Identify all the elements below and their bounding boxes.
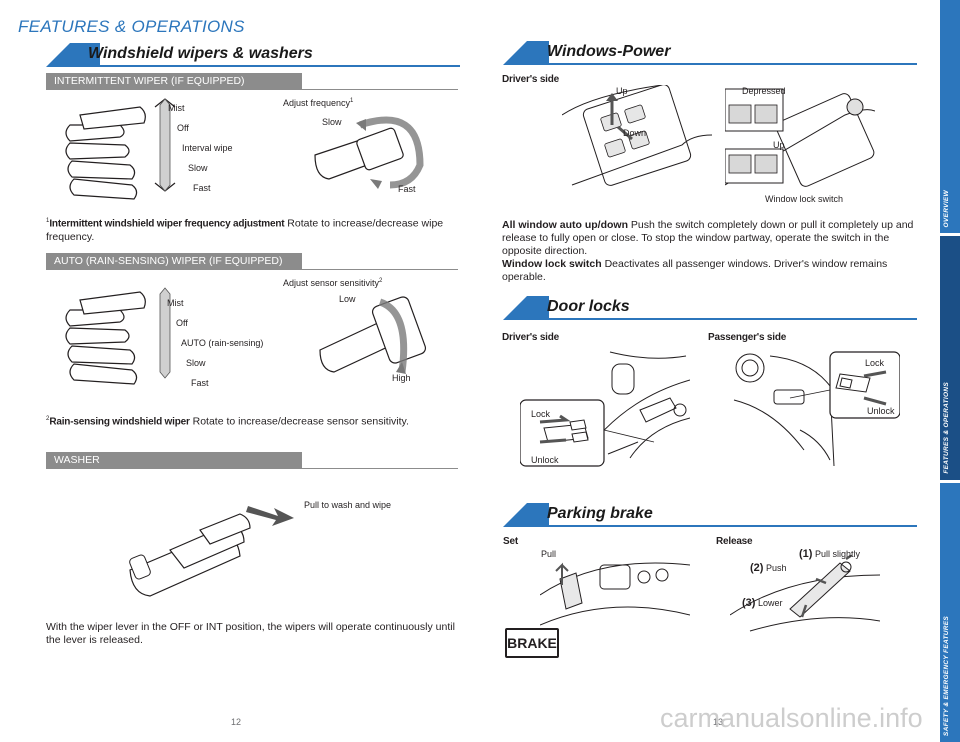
int-pos-interval: Interval wipe [182,143,233,153]
window-up2-label: Up [773,140,785,150]
driver-door-illustration [520,351,690,467]
doors-passengers-side: Passenger's side [708,332,787,343]
intermittent-wiper-illustration [65,98,424,200]
windows-paragraph-2: Window lock switch Deactivates all passe… [502,258,888,283]
auto-pos-off: Off [176,318,188,328]
int-pos-mist: Mist [168,103,185,113]
page-number-right: 13 [713,717,724,727]
brake-indicator-light: BRAKE [505,628,559,658]
driver-lock-label: Lock [531,409,551,419]
section-title-doors: Door locks [503,296,917,320]
driver-unlock-label: Unlock [531,455,559,465]
auto-pos-auto: AUTO (rain-sensing) [181,338,264,348]
auto-heading: AUTO (RAIN-SENSING) WIPER (IF EQUIPPED) [46,253,302,269]
brake-title: Parking brake [547,505,653,522]
doors-title: Door locks [547,298,630,315]
washer-note: With the wiper lever in the OFF or INT p… [46,621,455,646]
intermittent-rule [46,89,458,90]
side-tab-safety[interactable]: SAFETY & EMERGENCY FEATURES [940,483,960,742]
adjust-sensitivity-label: Adjust sensor sensitivity2 [283,278,383,288]
int-slow-label: Slow [322,117,342,127]
int-pos-slow: Slow [188,163,208,173]
watermark: carmanualsonline.info [660,703,923,733]
windows-title: Windows-Power [547,43,671,60]
brake-step3: (3) Lower [742,597,783,609]
intermittent-footnote: 1Intermittent windshield wiper frequency… [46,217,444,243]
auto-pos-slow: Slow [186,358,206,368]
brake-release-illustration [730,555,880,632]
window-depressed-label: Depressed [742,86,786,96]
intermittent-heading: INTERMITTENT WIPER (IF EQUIPPED) [46,73,302,89]
passenger-lock-label: Lock [865,358,885,368]
auto-low-label: Low [339,294,356,304]
brake-step2: (2) Push [750,562,787,574]
auto-footnote: 2Rain-sensing windshield wiper Rotate to… [46,415,409,428]
washer-pull-label: Pull to wash and wipe [304,500,392,510]
int-pos-fast: Fast [193,183,211,193]
auto-wiper-illustration [65,287,427,385]
section-title-windows: Windows-Power [503,41,917,65]
window-lock-switch-label: Window lock switch [765,194,844,204]
windows-paragraph-1: All window auto up/down Push the switch … [502,219,914,257]
auto-pos-fast: Fast [191,378,209,388]
side-tab-features[interactable]: FEATURES & OPERATIONS [940,236,960,480]
brake-pull-label: Pull [541,549,557,559]
windows-drivers-side: Driver's side [502,74,560,85]
brake-set-label: Set [503,536,518,547]
adjust-frequency-label: Adjust frequency1 [283,98,354,108]
wipers-title: Windshield wipers & washers [88,45,313,62]
int-fast-label: Fast [398,184,416,194]
washer-heading: WASHER [46,452,302,468]
doors-drivers-side: Driver's side [502,332,560,343]
washer-rule [46,468,458,469]
passenger-unlock-label: Unlock [867,406,895,416]
passenger-door-illustration [733,351,900,467]
brake-set-illustration [540,562,690,626]
auto-rule [46,269,458,270]
window-switch-illustration-left [562,85,712,195]
side-tab-overview[interactable]: OVERVIEW [940,0,960,233]
section-title-wipers: Windshield wipers & washers [46,43,460,67]
section-title-brake: Parking brake [503,503,917,527]
side-tab-strip: OVERVIEW FEATURES & OPERATIONS SAFETY & … [940,0,960,742]
washer-illustration [129,506,294,597]
auto-pos-mist: Mist [167,298,184,308]
window-up-label: Up [616,86,628,96]
auto-high-label: High [392,373,411,383]
window-switch-illustration-right [725,88,875,187]
page-number-left: 12 [231,717,242,727]
window-down-label: Down [623,128,647,138]
brake-step1: (1) Pull slightly [799,548,860,560]
brake-release-label: Release [716,536,753,547]
page-title: FEATURES & OPERATIONS [18,17,245,36]
int-pos-off: Off [177,123,189,133]
